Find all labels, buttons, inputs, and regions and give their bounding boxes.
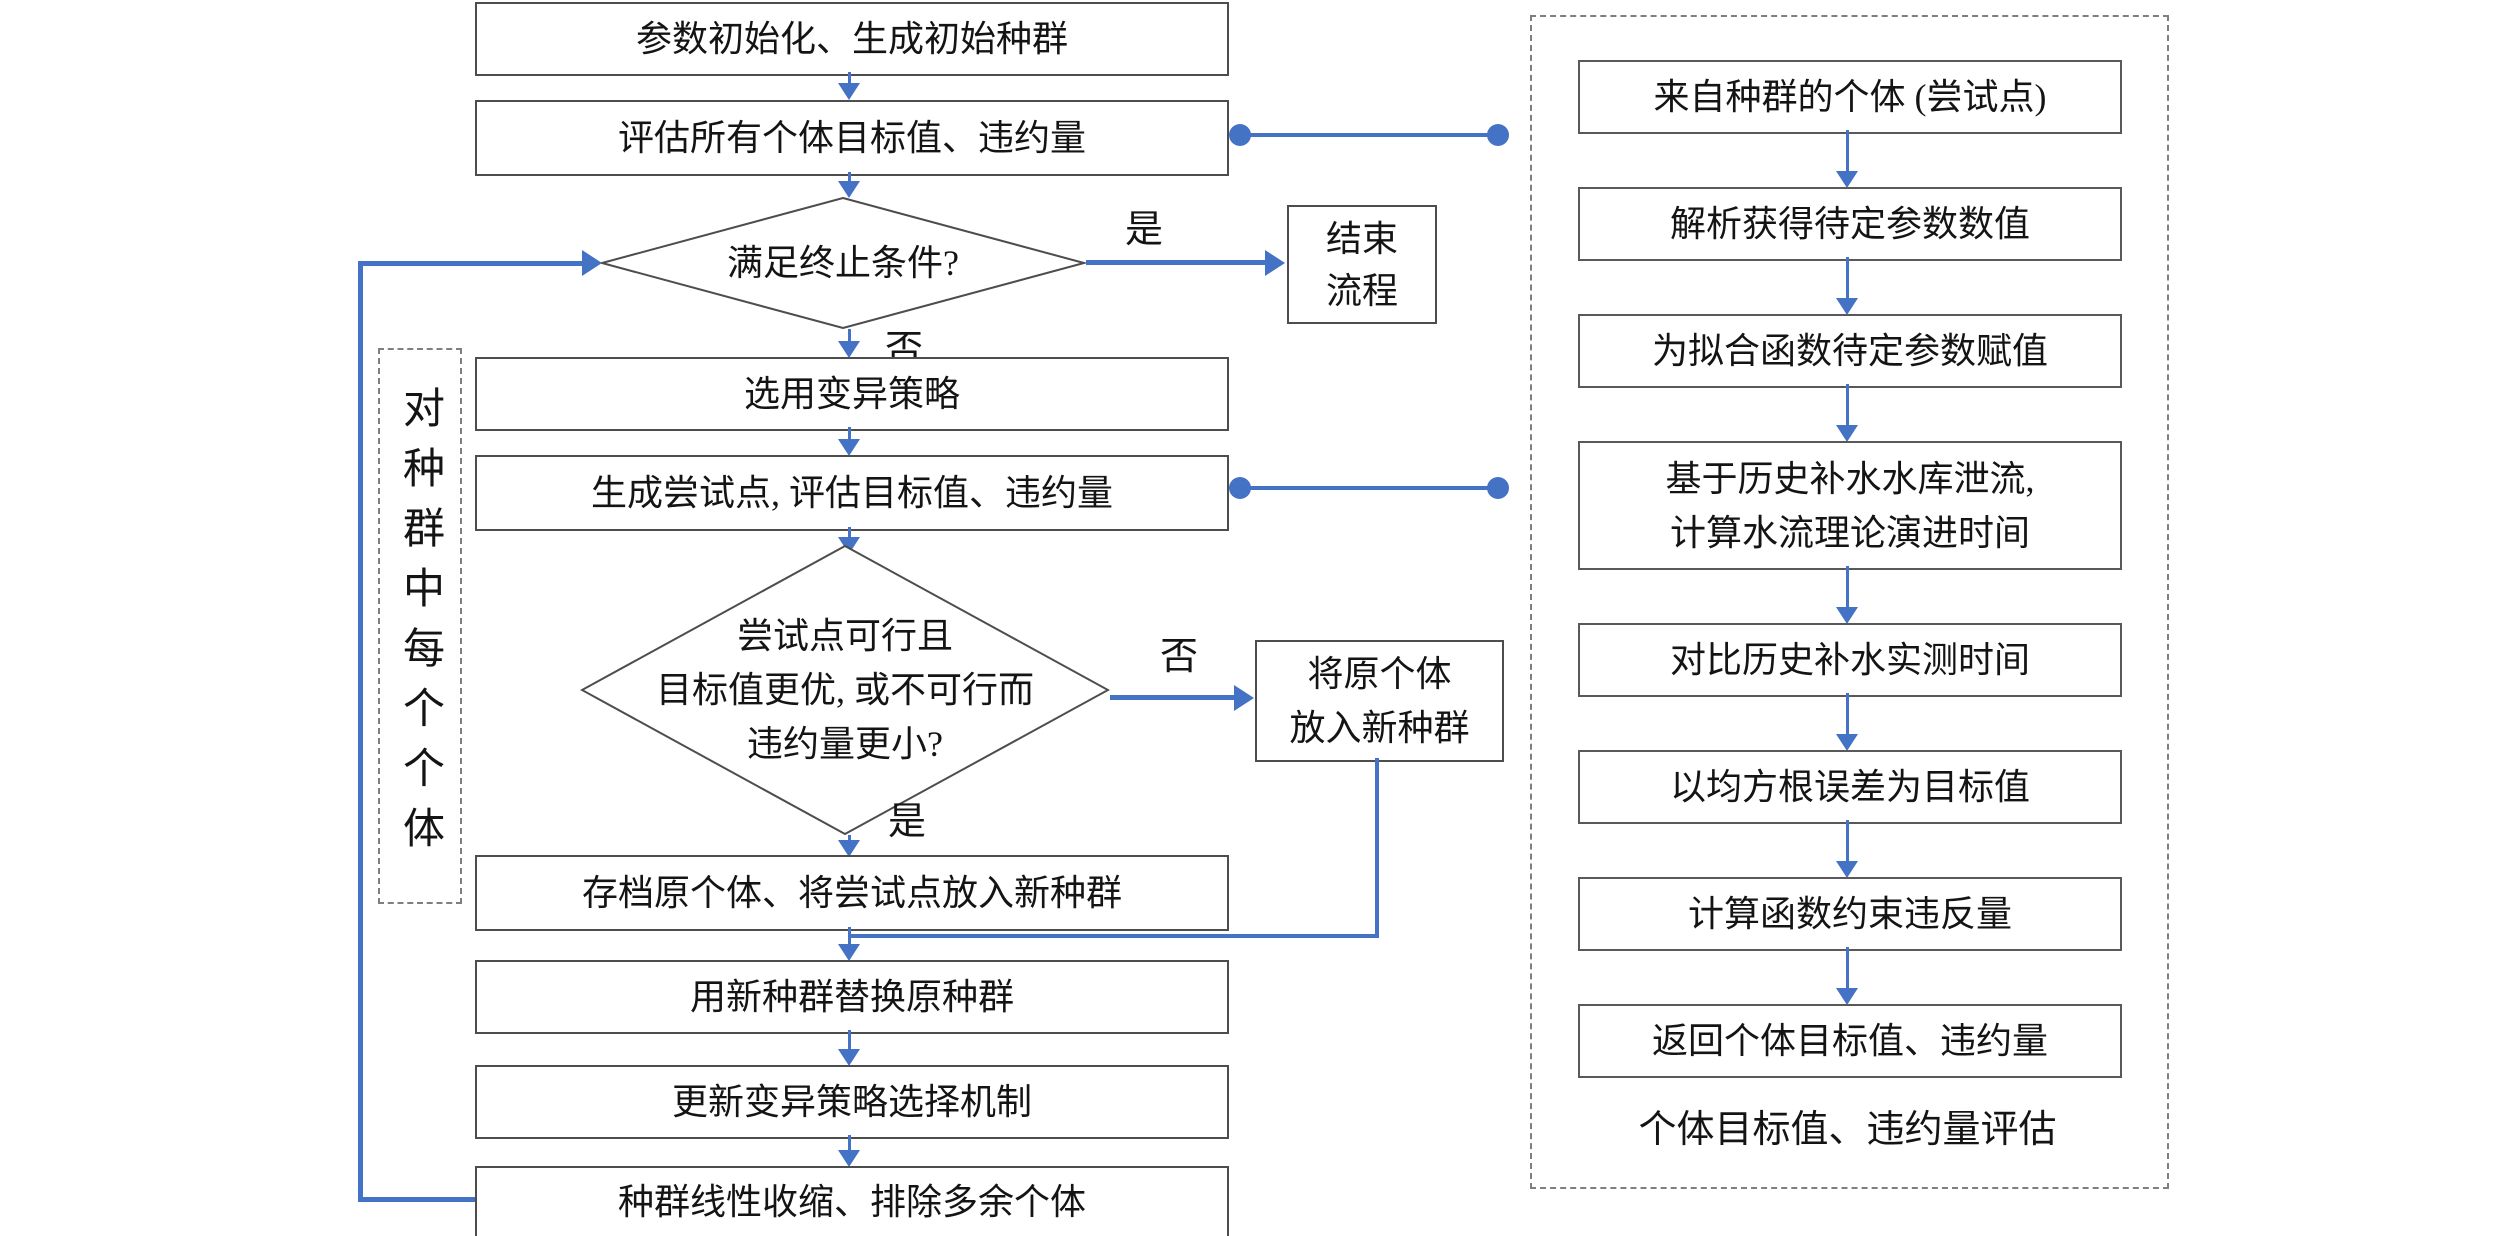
no-branch-elbow-hline — [850, 934, 1379, 938]
arrow-line — [848, 927, 851, 944]
connector1-dot-right — [1487, 124, 1509, 146]
arrow-down-icon — [838, 439, 860, 456]
arrow-down-icon — [1836, 861, 1858, 878]
eval-step-return: 返回个体目标值、违约量 — [1578, 1004, 2122, 1078]
loop-vline — [358, 261, 363, 1202]
yes-label: 是 — [1125, 209, 1164, 251]
arrow-line — [1846, 257, 1849, 298]
yes-branch-line — [1086, 260, 1265, 265]
arrow-down-icon — [838, 341, 860, 358]
arrow-down-icon — [1836, 171, 1858, 188]
arrow-right-icon — [1234, 685, 1254, 711]
arrow-line — [1846, 693, 1849, 734]
decision-trial-diamond — [580, 545, 1110, 835]
no-branch-elbow-vline — [1375, 758, 1379, 938]
trial-no-branch-line — [1110, 695, 1234, 700]
arrow-down-icon — [1836, 425, 1858, 442]
arrow-down-icon — [838, 1049, 860, 1066]
eval-step-parse: 解析获得待定参数数值 — [1578, 187, 2122, 261]
arrow-right-icon — [582, 250, 602, 276]
loop-hline-top — [358, 261, 582, 266]
step-evaluate-all-box: 评估所有个体目标值、违约量 — [475, 100, 1229, 176]
connector1-line — [1240, 133, 1498, 137]
arrow-line — [1846, 384, 1849, 425]
connector2-line — [1240, 486, 1498, 490]
decision-trial-label: 尝试点可行且 目标值更优, 或不可行而 违约量更小? — [655, 616, 1034, 764]
connector1-dot-left — [1229, 124, 1251, 146]
step-replace-box: 用新种群替换原种群 — [475, 960, 1229, 1034]
arrow-down-icon — [838, 840, 860, 857]
arrow-down-icon — [1836, 298, 1858, 315]
arrow-down-icon — [838, 181, 860, 198]
arrow-down-icon — [1836, 607, 1858, 624]
arrow-line — [848, 72, 851, 84]
step-shrink-box: 种群线性收缩、排除多余个体 — [475, 1166, 1229, 1236]
keep-original-box: 将原个体 放入新种群 — [1255, 640, 1504, 762]
arrow-right-icon — [1265, 250, 1285, 276]
arrow-line — [848, 172, 851, 181]
step-init-box: 参数初始化、生成初始种群 — [475, 2, 1229, 76]
eval-step-constraint: 计算函数约束违反量 — [1578, 877, 2122, 951]
decision-terminate-diamond — [600, 197, 1086, 329]
eval-step-assign: 为拟合函数待定参数赋值 — [1578, 314, 2122, 388]
decision-terminate-label: 满足终止条件? — [727, 243, 959, 283]
step-mutation-box: 选用变异策略 — [475, 357, 1229, 431]
loop-scope-label: 对种群中每个个体 — [396, 386, 443, 866]
arrow-line — [848, 835, 851, 840]
connector2-dot-left — [1229, 477, 1251, 499]
arrow-down-icon — [1836, 734, 1858, 751]
eval-step-individual: 来自种群的个体 (尝试点) — [1578, 60, 2122, 134]
arrow-line — [848, 1135, 851, 1150]
eval-step-routing: 基于历史补水水库泄流, 计算水流理论演进时间 — [1578, 441, 2122, 570]
arrow-down-icon — [838, 1150, 860, 1167]
eval-step-rmse: 以均方根误差为目标值 — [1578, 750, 2122, 824]
step-update-box: 更新变异策略选择机制 — [475, 1065, 1229, 1139]
arrow-line — [848, 329, 851, 341]
arrow-down-icon — [1836, 988, 1858, 1005]
arrow-line — [1846, 566, 1849, 607]
connector2-dot-right — [1487, 477, 1509, 499]
arrow-line — [1846, 130, 1849, 171]
arrow-line — [848, 527, 851, 537]
arrow-line — [1846, 947, 1849, 988]
evaluation-panel-caption: 个体目标值、违约量评估 — [1638, 1109, 2057, 1151]
trial-no-label: 否 — [1160, 636, 1199, 678]
end-process-box: 结束 流程 — [1287, 205, 1437, 324]
arrow-line — [848, 1030, 851, 1049]
trial-yes-label: 是 — [888, 801, 927, 843]
arrow-line — [1846, 820, 1849, 861]
evaluation-panel — [1530, 15, 2169, 1189]
eval-step-compare: 对比历史补水实测时间 — [1578, 623, 2122, 697]
step-archive-box: 存档原个体、将尝试点放入新种群 — [475, 855, 1229, 931]
step-trial-box: 生成尝试点, 评估目标值、违约量 — [475, 455, 1229, 531]
loop-hline-bottom — [358, 1197, 475, 1202]
arrow-down-icon — [838, 944, 860, 961]
loop-scope-box: 对种群中每个个体 — [378, 348, 462, 904]
arrow-down-icon — [838, 83, 860, 100]
arrow-line — [848, 427, 851, 439]
